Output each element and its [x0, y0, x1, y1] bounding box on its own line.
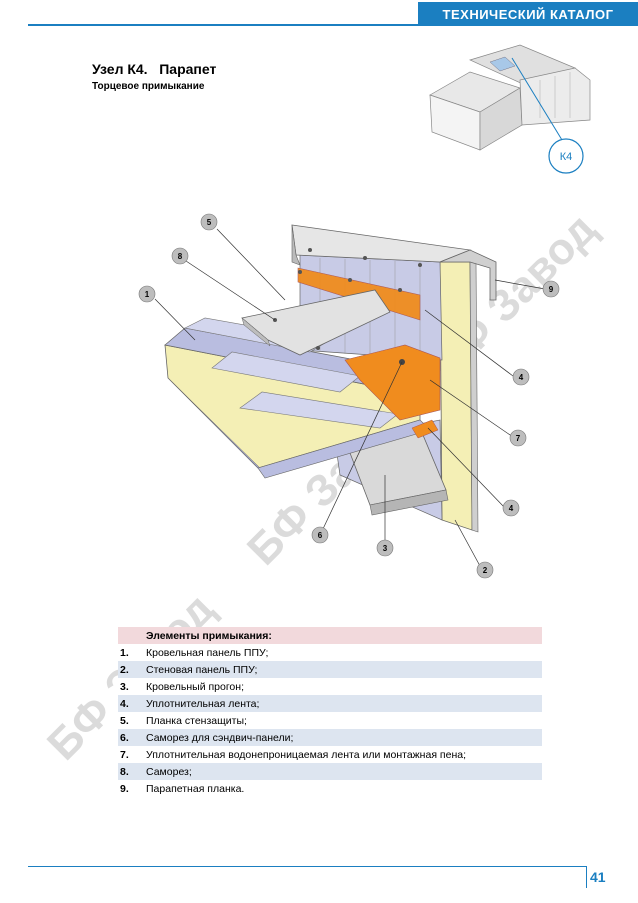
legend-row-number: 1.	[120, 646, 129, 659]
callout-5: 5	[200, 213, 218, 231]
legend-row: 3. Кровельный прогон;	[118, 678, 542, 695]
page-header: ТЕХНИЧЕСКИЙ КАТАЛОГ	[0, 0, 638, 30]
legend-row-number: 2.	[120, 663, 129, 676]
legend-row-number: 9.	[120, 782, 129, 795]
legend-row: 9. Парапетная планка.	[118, 780, 542, 797]
svg-text:5: 5	[207, 218, 212, 227]
svg-text:6: 6	[318, 531, 323, 540]
svg-text:9: 9	[549, 285, 554, 294]
callout-2: 2	[476, 561, 494, 579]
page-number: 41	[590, 869, 606, 885]
svg-text:2: 2	[483, 566, 488, 575]
legend-row: 8. Саморез;	[118, 763, 542, 780]
technical-drawing: К4	[138, 44, 591, 579]
legend-heading: Элементы примыкания:	[146, 629, 272, 642]
legend-row-text: Уплотнительная водонепроницаемая лента и…	[146, 748, 467, 761]
callout-8: 8	[171, 247, 189, 265]
legend-row-text: Саморез для сэндвич-панели;	[146, 731, 294, 744]
header-rule	[28, 24, 418, 26]
callouts: 1 2 3 4 4 5 6 7 8 9	[138, 213, 560, 579]
callout-4-upper: 4	[512, 368, 530, 386]
callout-3: 3	[376, 539, 394, 557]
legend-row-text: Стеновая панель ППУ;	[146, 663, 258, 676]
footer-divider	[586, 866, 587, 888]
legend-row-text: Парапетная планка.	[146, 782, 245, 795]
legend-row-number: 3.	[120, 680, 129, 693]
footer-rule	[28, 866, 586, 867]
legend-row-text: Планка стензащиты;	[146, 714, 247, 727]
building-thumbnail: К4	[429, 44, 591, 174]
leader-lines	[154, 228, 546, 567]
legend-row-number: 6.	[120, 731, 129, 744]
svg-text:3: 3	[383, 544, 388, 553]
legend-heading-row: Элементы примыкания:	[118, 627, 542, 644]
svg-text:8: 8	[178, 252, 183, 261]
legend-row: 4. Уплотнительная лента;	[118, 695, 542, 712]
legend-row-text: Кровельная панель ППУ;	[146, 646, 269, 659]
callout-6: 6	[311, 526, 329, 544]
callout-4-lower: 4	[502, 499, 520, 517]
callout-9: 9	[542, 280, 560, 298]
legend-row: 1. Кровельная панель ППУ;	[118, 644, 542, 661]
page-title: Узел К4. Парапет	[92, 61, 217, 77]
legend-row-number: 7.	[120, 748, 129, 761]
legend-row: 6. Саморез для сэндвич-панели;	[118, 729, 542, 746]
legend-row: 2. Стеновая панель ППУ;	[118, 661, 542, 678]
legend-row: 7. Уплотнительная водонепроницаемая лента…	[118, 746, 542, 763]
legend-row-text: Кровельный прогон;	[146, 680, 244, 693]
legend-table: Элементы примыкания: 1. Кровельная панель…	[118, 627, 542, 797]
svg-text:4: 4	[509, 504, 514, 513]
svg-text:4: 4	[519, 373, 524, 382]
callout-7: 7	[509, 429, 527, 447]
legend-row-text: Саморез;	[146, 765, 192, 778]
svg-text:1: 1	[145, 290, 150, 299]
callout-1: 1	[138, 285, 156, 303]
legend-row: 5. Планка стензащиты;	[118, 712, 542, 729]
page-subtitle: Торцевое примыкание	[92, 81, 205, 92]
legend-row-number: 8.	[120, 765, 129, 778]
legend-row-number: 5.	[120, 714, 129, 727]
legend-row-text: Уплотнительная лента;	[146, 697, 260, 710]
svg-text:7: 7	[516, 434, 521, 443]
k4-marker-label: К4	[560, 151, 573, 163]
parapet-node-drawing	[164, 224, 497, 533]
legend-row-number: 4.	[120, 697, 129, 710]
catalog-title: ТЕХНИЧЕСКИЙ КАТАЛОГ	[418, 2, 638, 26]
